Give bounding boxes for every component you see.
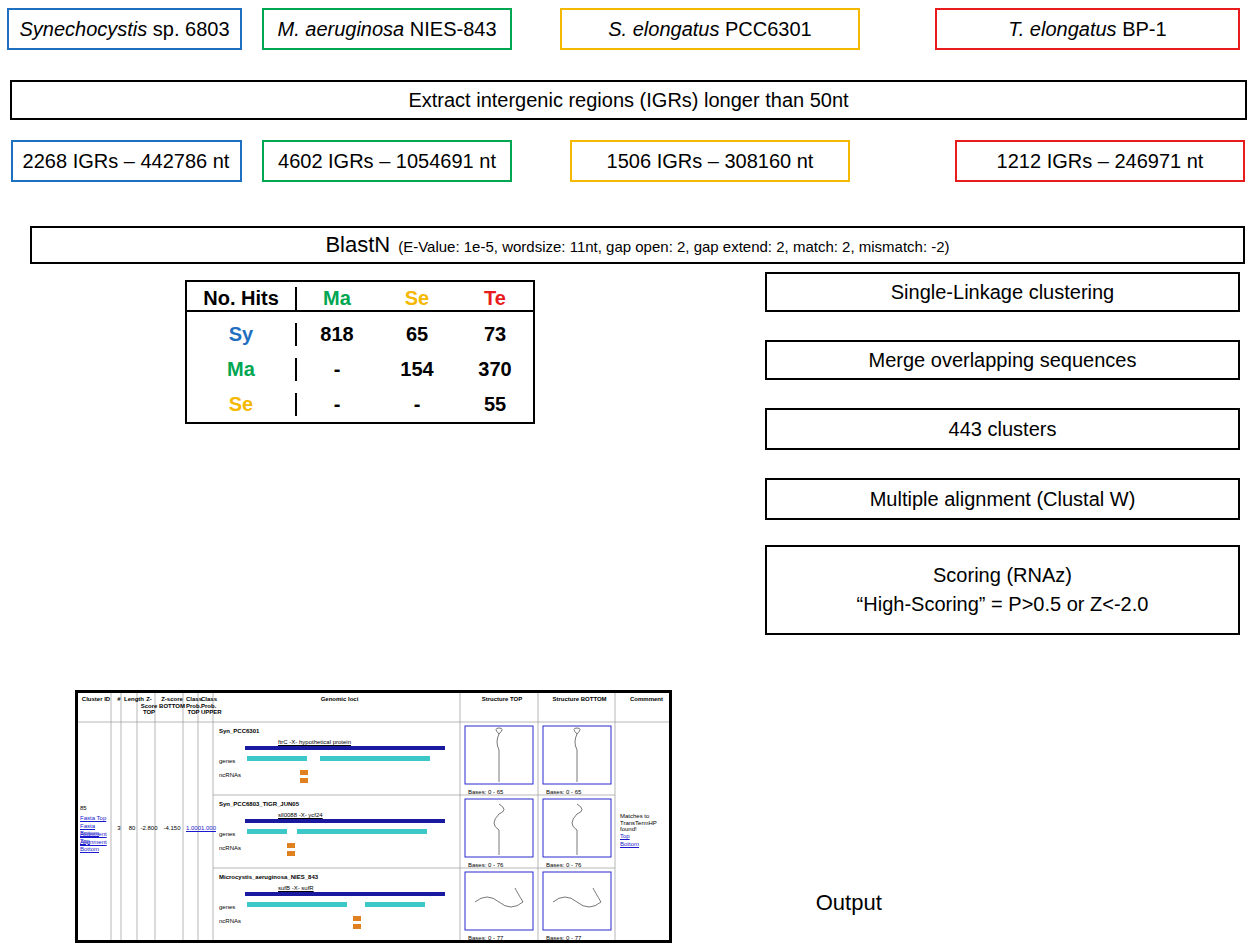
table-cell: No. Hits (187, 287, 297, 312)
screenshot-text: 85 (80, 805, 112, 812)
process-box: Scoring (RNAz) “High-Scoring” = P>0.5 or … (765, 545, 1240, 635)
output-screenshot: Cluster ID#LengthZ-Score TOPZ-score BOTT… (75, 690, 672, 943)
box-text: (E-Value: 1e-5, wordsize: 11nt, gap open… (398, 238, 949, 255)
screenshot-text: sufB -X- sufR (278, 885, 428, 892)
box-text: M. aeruginosa NIES-843 (277, 18, 496, 41)
box-text: Scoring (RNAz) (933, 564, 1072, 587)
screenshot-text: # (114, 696, 124, 703)
box-text: Synechocystis sp. 6803 (19, 18, 229, 41)
screenshot-text: Cluster ID (78, 696, 114, 703)
box-text: 443 clusters (949, 418, 1057, 441)
box-text: 1506 IGRs – 308160 nt (607, 150, 814, 173)
box-text: 1212 IGRs – 246971 nt (997, 150, 1204, 173)
screenshot-text: Z-score BOTTOM (158, 696, 186, 709)
box-text: 2268 IGRs – 442786 nt (23, 150, 230, 173)
process-box: M. aeruginosa NIES-843 (262, 8, 512, 50)
screenshot-text: Class Prob. UPPER (201, 696, 216, 716)
edge-label: Output (813, 890, 885, 916)
screenshot-text: Structure BOTTOM (541, 696, 618, 703)
process-box: 1506 IGRs – 308160 nt (570, 140, 850, 182)
screenshot-text: Genomic loci (216, 696, 463, 703)
screenshot-text: Syn_PCC6301 (219, 728, 419, 735)
screenshot-text: Bases: 0 - 77 (546, 935, 614, 942)
process-box: Merge overlapping sequences (765, 340, 1240, 380)
screenshot-ground (75, 690, 672, 943)
screenshot-text: Alignment Bottom (80, 839, 112, 852)
screenshot-text: 1.000 (186, 825, 201, 832)
screenshot-text: Matches to TransTermHP found! (620, 813, 674, 833)
table-cell: 370 (457, 358, 533, 381)
table-cell: Te (457, 287, 533, 312)
screenshot-text: Fasta Top (80, 815, 112, 822)
box-text: S. elongatus PCC6301 (608, 18, 811, 41)
screenshot-text: 1.000 (201, 825, 216, 832)
screenshot-text: 3 (114, 825, 124, 832)
process-box: 4602 IGRs – 1054691 nt (262, 140, 512, 182)
box-text: BlastN (325, 232, 390, 258)
screenshot-text: Bases: 0 - 65 (546, 789, 614, 796)
screenshot-text: Microcystis_aeruginosa_NIES_843 (219, 874, 419, 881)
process-box: T. elongatus BP-1 (935, 8, 1240, 50)
screenshot-text: Bases: 0 - 77 (468, 935, 536, 942)
box-text: “High-Scoring” = P>0.5 or Z<-2.0 (857, 593, 1149, 616)
process-box: Extract intergenic regions (IGRs) longer… (10, 80, 1247, 120)
screenshot-text: Top (620, 833, 674, 840)
screenshot-text: Bases: 0 - 65 (468, 789, 536, 796)
screenshot-text: sll0088 -X- ycf24 (278, 812, 428, 819)
process-box: BlastN (E-Value: 1e-5, wordsize: 11nt, ga… (30, 226, 1245, 264)
table-cell: Ma (297, 287, 377, 312)
screenshot-text: Structure TOP (463, 696, 541, 703)
process-box: Multiple alignment (Clustal W) (765, 478, 1240, 520)
screenshot-text: ncRNAs (219, 918, 249, 925)
table-cell: 818 (297, 323, 377, 346)
screenshot-text: genes (219, 904, 249, 911)
screenshot-text: 80 (124, 825, 140, 832)
box-text: T. elongatus BP-1 (1008, 18, 1166, 41)
structure-frames (465, 726, 611, 930)
screenshot-text: ncRNAs (219, 772, 249, 779)
table-cell: - (297, 393, 377, 416)
table-cell: Se (377, 287, 457, 312)
table-cell: Sy (187, 323, 297, 346)
screenshot-text: Commment (618, 696, 675, 703)
box-text: Multiple alignment (Clustal W) (870, 488, 1136, 511)
table-cell: 55 (457, 393, 533, 416)
screenshot-text: -4.150 (158, 825, 186, 832)
screenshot-grid (75, 690, 672, 943)
table-cell: Ma (187, 358, 297, 381)
process-box: S. elongatus PCC6301 (560, 8, 860, 50)
screenshot-text: Class Prob. TOP (186, 696, 201, 716)
table-cell: - (297, 358, 377, 381)
screenshot-text: genes (219, 758, 249, 765)
process-box: 443 clusters (765, 408, 1240, 450)
box-text: Single-Linkage clustering (891, 281, 1114, 304)
table-cell: 65 (377, 323, 457, 346)
box-text: Extract intergenic regions (IGRs) longer… (408, 89, 848, 112)
screenshot-text: -2.800 (140, 825, 158, 832)
structure-sketch (475, 728, 601, 907)
process-box: Synechocystis sp. 6803 (7, 8, 242, 50)
screenshot-text: genes (219, 831, 249, 838)
hits-table: No. HitsMaSeTeSy8186573Ma-154370Se--55 (185, 280, 535, 424)
screenshot-text: Bases: 0 - 76 (546, 862, 614, 869)
table-cell: - (377, 393, 457, 416)
locus-tracks (245, 746, 445, 929)
box-text: Merge overlapping sequences (869, 349, 1137, 372)
screenshot-text: ftrC -X- hypothetical protein (278, 739, 428, 746)
process-box: Single-Linkage clustering (765, 272, 1240, 312)
screenshot-text: Z-Score TOP (140, 696, 158, 716)
process-box: 1212 IGRs – 246971 nt (955, 140, 1245, 182)
table-cell: 154 (377, 358, 457, 381)
box-text: 4602 IGRs – 1054691 nt (278, 150, 496, 173)
screenshot-text: ncRNAs (219, 845, 249, 852)
screenshot-text: Bottom (620, 841, 674, 848)
screenshot-text: Syn_PCC6803_TIGR_JUN05 (219, 801, 419, 808)
table-cell: Se (187, 393, 297, 416)
process-box: 2268 IGRs – 442786 nt (11, 140, 242, 182)
screenshot-text: Bases: 0 - 76 (468, 862, 536, 869)
screenshot-text: Length (124, 696, 140, 703)
table-cell: 73 (457, 323, 533, 346)
